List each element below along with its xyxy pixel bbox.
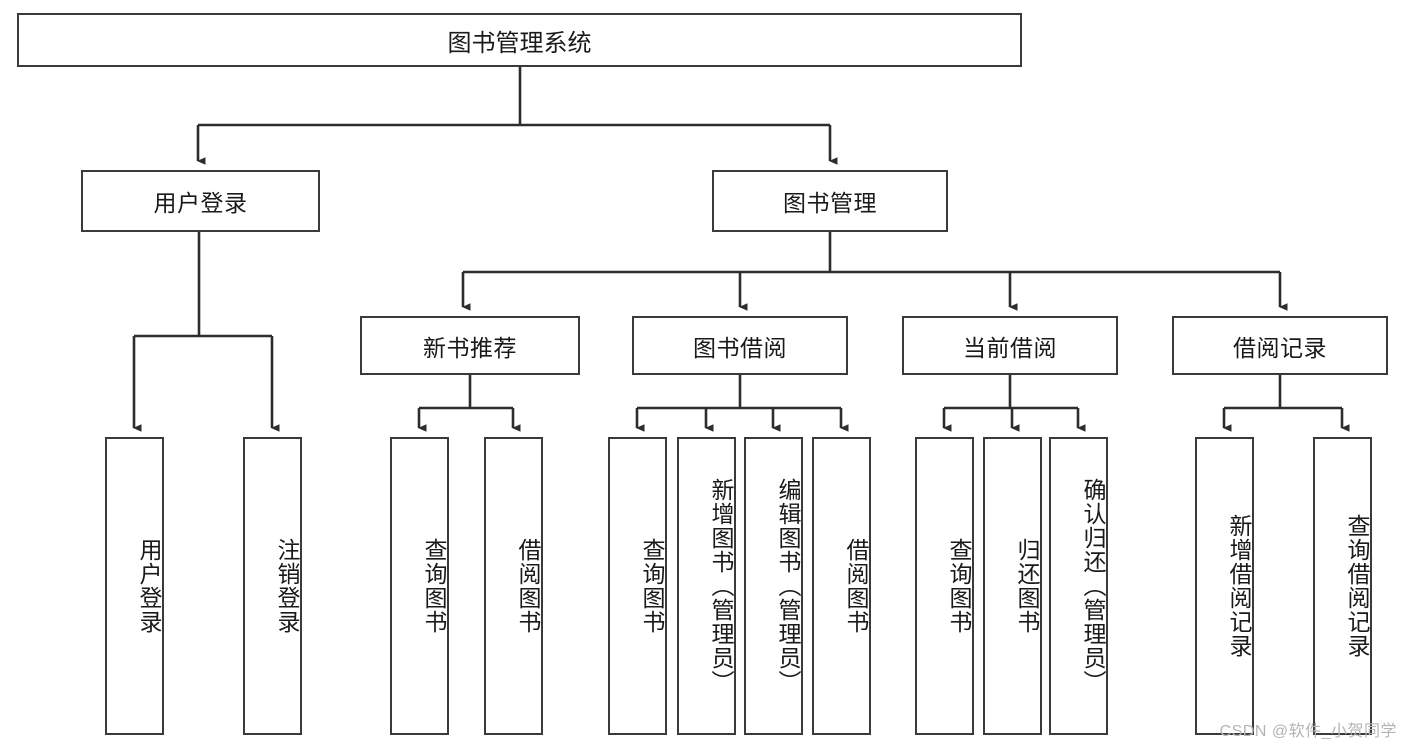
node-leaf-add-book[interactable]: 新增图书（管理员） [677, 437, 736, 735]
node-new-book-recommend-label: 新书推荐 [423, 334, 517, 361]
node-current-borrow-label: 当前借阅 [963, 334, 1057, 361]
node-user-login[interactable]: 用户登录 [81, 170, 320, 232]
node-leaf-borrow-book-2[interactable]: 借阅图书 [812, 437, 871, 735]
node-user-login-label: 用户登录 [153, 190, 248, 216]
node-leaf-confirm-return-label: 确认归还（管理员） [1080, 478, 1106, 694]
node-leaf-query-book-2[interactable]: 查询图书 [608, 437, 667, 735]
node-borrow-record-label: 借阅记录 [1233, 334, 1327, 361]
node-leaf-return-book-label: 归还图书 [1014, 538, 1040, 634]
node-book-manage-label: 图书管理 [783, 190, 877, 216]
node-leaf-query-book-1[interactable]: 查询图书 [390, 437, 449, 735]
node-leaf-query-record-label: 查询借阅记录 [1344, 514, 1370, 658]
node-current-borrow[interactable]: 当前借阅 [902, 316, 1118, 375]
node-leaf-user-login-label: 用户登录 [136, 538, 162, 634]
node-leaf-query-book-3-label: 查询图书 [946, 538, 972, 634]
node-book-borrow-label: 图书借阅 [693, 334, 787, 361]
node-root-label: 图书管理系统 [447, 29, 592, 57]
node-book-manage[interactable]: 图书管理 [712, 170, 948, 232]
node-book-borrow[interactable]: 图书借阅 [632, 316, 848, 375]
node-leaf-borrow-book-1[interactable]: 借阅图书 [484, 437, 543, 735]
node-root[interactable]: 图书管理系统 [17, 13, 1022, 67]
node-leaf-user-login[interactable]: 用户登录 [105, 437, 164, 735]
node-leaf-add-book-label: 新增图书（管理员） [708, 478, 734, 694]
csdn-watermark: CSDN @软件_小贺同学 [1219, 723, 1397, 740]
node-leaf-add-record[interactable]: 新增借阅记录 [1195, 437, 1254, 735]
node-leaf-confirm-return[interactable]: 确认归还（管理员） [1049, 437, 1108, 735]
node-borrow-record[interactable]: 借阅记录 [1172, 316, 1388, 375]
node-leaf-query-book-1-label: 查询图书 [421, 538, 447, 634]
node-leaf-query-record[interactable]: 查询借阅记录 [1313, 437, 1372, 735]
node-leaf-borrow-book-2-label: 借阅图书 [843, 538, 869, 634]
node-leaf-borrow-book-1-label: 借阅图书 [515, 538, 541, 634]
node-leaf-add-record-label: 新增借阅记录 [1226, 514, 1252, 658]
node-leaf-edit-book-label: 编辑图书（管理员） [775, 478, 801, 694]
node-leaf-logout-login[interactable]: 注销登录 [243, 437, 302, 735]
node-leaf-logout-login-label: 注销登录 [274, 538, 300, 634]
node-leaf-edit-book[interactable]: 编辑图书（管理员） [744, 437, 803, 735]
node-leaf-query-book-3[interactable]: 查询图书 [915, 437, 974, 735]
node-leaf-query-book-2-label: 查询图书 [639, 538, 665, 634]
node-leaf-return-book[interactable]: 归还图书 [983, 437, 1042, 735]
node-new-book-recommend[interactable]: 新书推荐 [360, 316, 580, 375]
